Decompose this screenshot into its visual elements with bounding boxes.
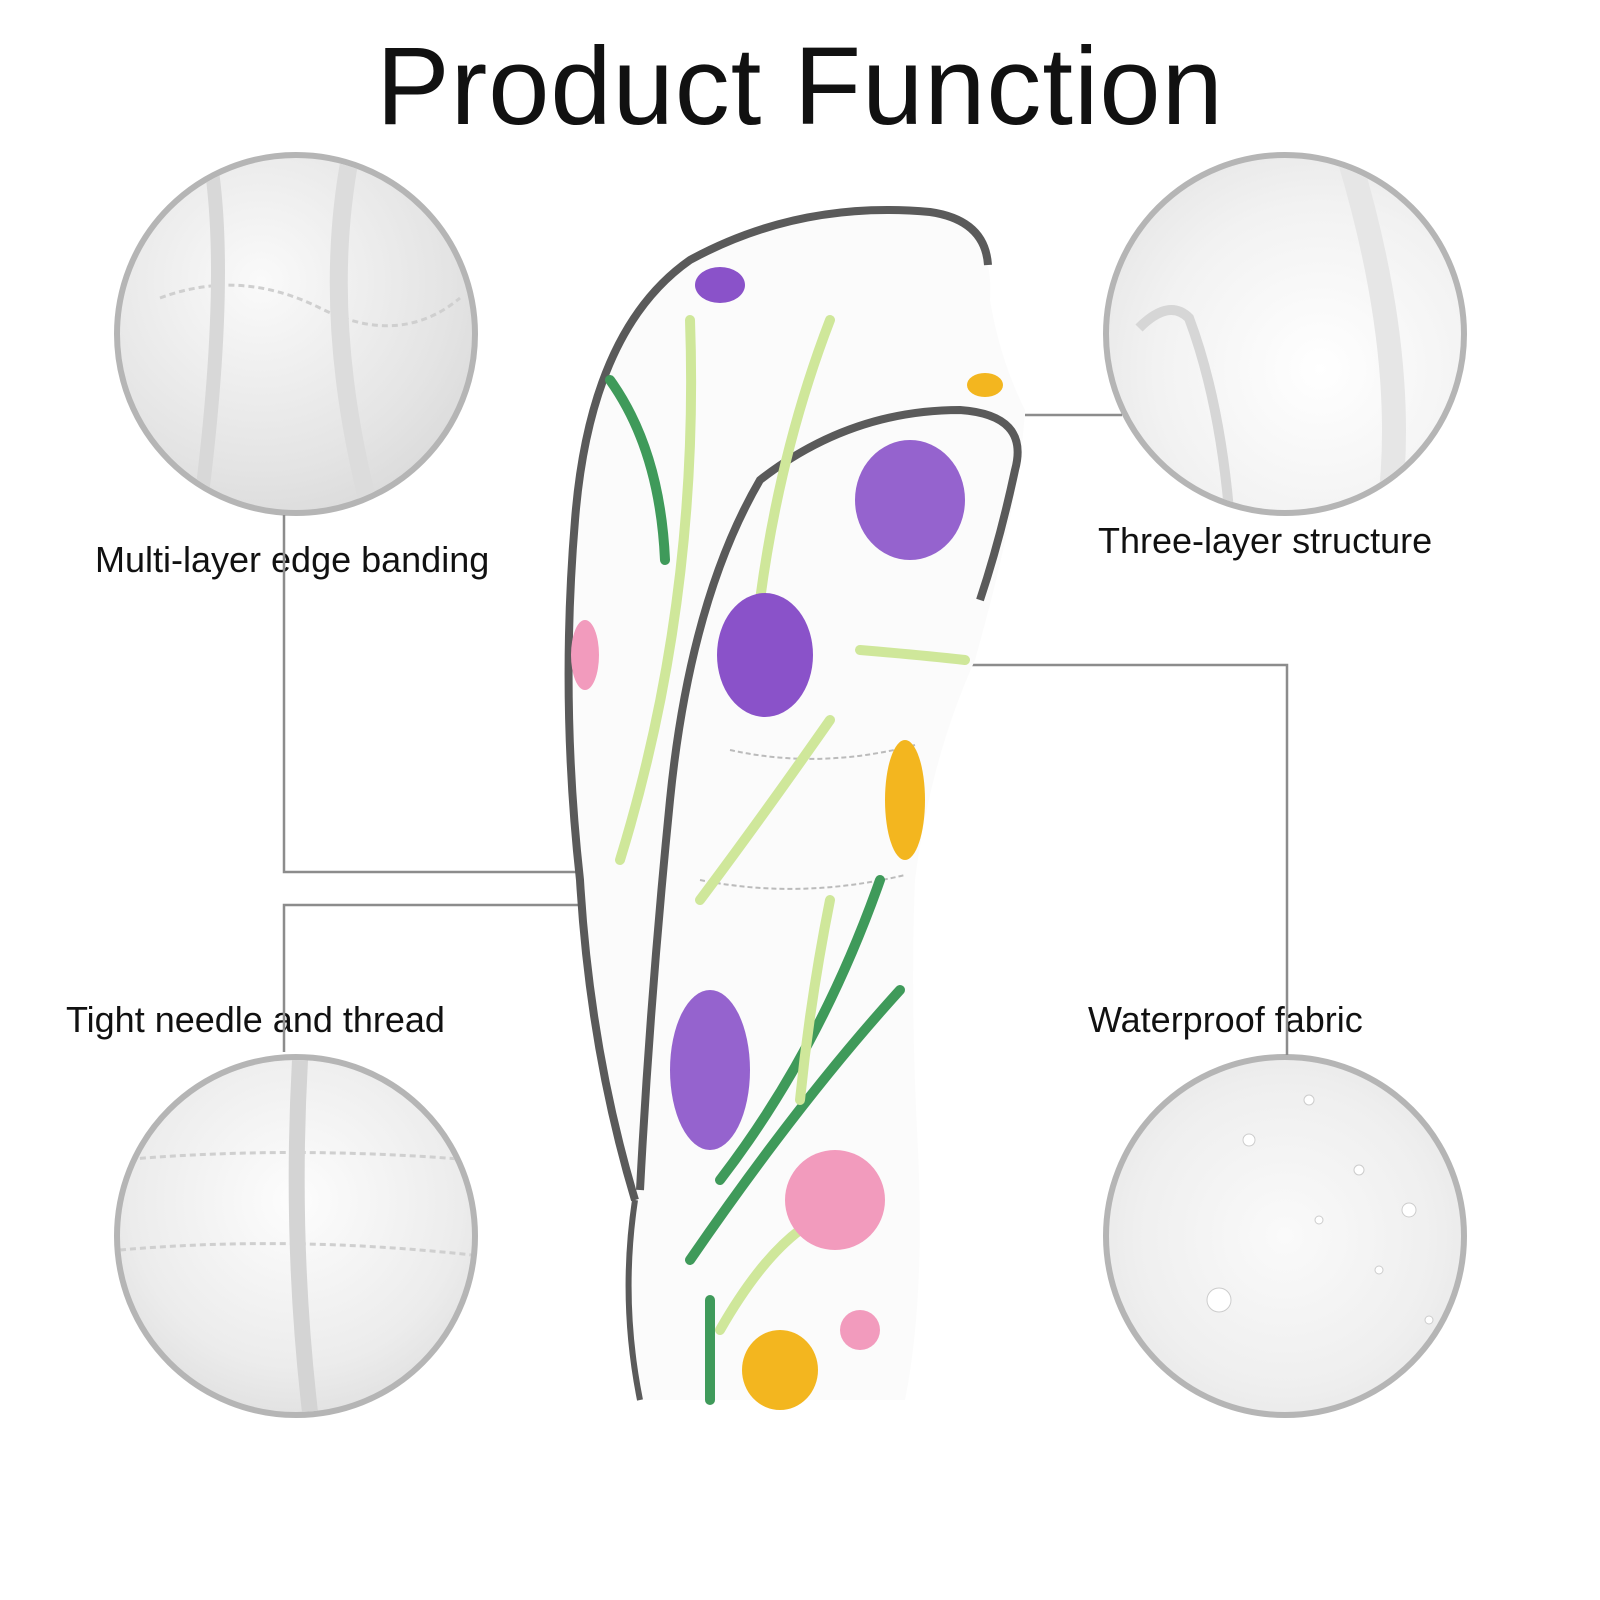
water-droplets-image: [1206, 1094, 1434, 1325]
detail-circle-edge-banding: [114, 152, 478, 516]
golf-headcover: [564, 206, 1025, 1410]
fabric-folds-image: [159, 158, 461, 510]
feature-label-edge-banding: Multi-layer edge banding: [95, 539, 490, 580]
feature-label-stitching: Tight needle and thread: [66, 999, 445, 1040]
feature-label-waterproof: Waterproof fabric: [1088, 999, 1363, 1040]
layer-edge-image: [1135, 158, 1406, 510]
detail-circle-three-layer: [1103, 152, 1467, 516]
page-title: Product Function: [376, 25, 1224, 148]
detail-circle-waterproof: [1103, 1054, 1467, 1418]
leader-lines: [282, 413, 1289, 1055]
leader-line-edge-banding: [282, 515, 592, 874]
leader-line-waterproof: [965, 663, 1289, 1055]
leader-line-stitching: [282, 903, 592, 1052]
stitching-image: [120, 1060, 472, 1412]
detail-circle-stitching: [114, 1054, 478, 1418]
feature-label-three-layer: Three-layer structure: [1098, 520, 1433, 561]
